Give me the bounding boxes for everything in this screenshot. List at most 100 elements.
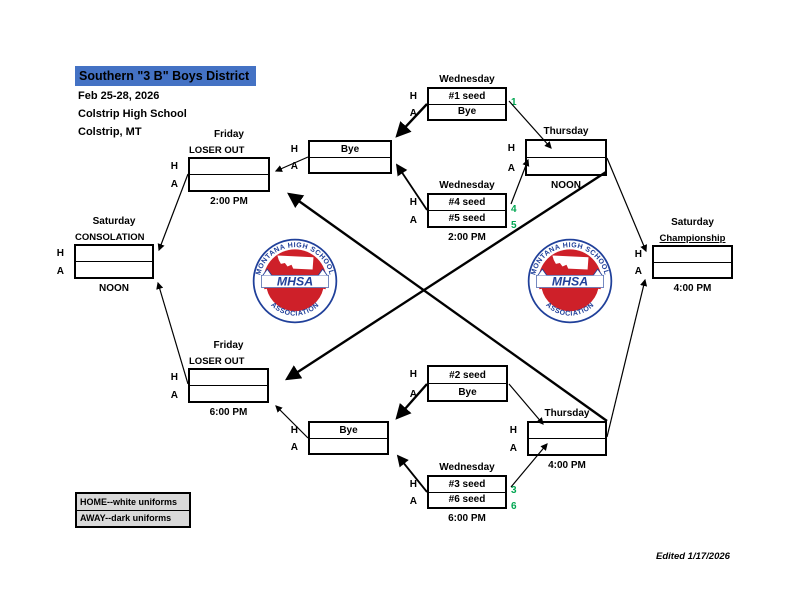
away-label: A — [409, 215, 417, 226]
home-slot — [527, 141, 605, 158]
arrow-friday6-to-consolation — [156, 281, 189, 385]
game-time: 4:00 PM — [548, 460, 586, 471]
event-school: Colstrip High School — [78, 108, 187, 120]
home-slot: #2 seed — [429, 367, 506, 384]
home-label: H — [170, 372, 178, 383]
home-slot — [654, 247, 731, 263]
away-slot: #5 seed — [448, 213, 486, 224]
away-slot — [310, 439, 387, 454]
championship-label: Championship — [659, 233, 726, 244]
away-slot — [527, 158, 605, 174]
home-label: H — [409, 479, 417, 490]
game-time: 2:00 PM — [210, 196, 248, 207]
day-label: Saturday — [671, 217, 714, 228]
day-label: Wednesday — [439, 74, 495, 85]
bracket-box: Bye — [308, 421, 389, 455]
bracket-box — [527, 421, 607, 456]
game-time: 6:00 PM — [448, 513, 486, 524]
day-label: Friday — [213, 340, 244, 351]
game-friday-6pm: Friday LOSER OUT H A 6:00 PM — [171, 340, 269, 418]
uniform-legend: HOME--white uniforms AWAY--dark uniforms — [75, 492, 191, 528]
mhsa-logo-left: MONTANA HIGH SCHOOL MHSA ASSOCIATION — [252, 238, 338, 324]
game-time: 2:00 PM — [448, 232, 486, 243]
home-slot: #4 seed — [429, 195, 505, 211]
event-dates: Feb 25-28, 2026 — [78, 90, 160, 102]
legend-home-row: HOME--white uniforms — [77, 494, 189, 511]
bracket-box — [188, 368, 269, 403]
away-slot — [529, 439, 605, 454]
home-slot — [76, 246, 152, 262]
home-slot — [190, 159, 268, 175]
game-time: NOON — [99, 283, 129, 294]
game-thursday-noon: Thursday H A NOON — [508, 126, 607, 191]
seed-number: 4 — [511, 203, 517, 215]
away-label: A — [409, 496, 417, 507]
away-label: A — [290, 161, 298, 172]
logo-center-text: MHSA — [552, 274, 588, 288]
game-time: NOON — [551, 180, 581, 191]
game-wed-3v6: Wednesday H A #3 seed #6 seed 3 6 6:00 P… — [410, 462, 517, 524]
day-label: Friday — [213, 129, 244, 140]
page-title: Southern "3 B" Boys District — [75, 66, 257, 86]
away-label: A — [634, 266, 642, 277]
seed-number: 6 — [511, 501, 517, 512]
home-label: H — [56, 248, 64, 259]
home-label: H — [409, 197, 417, 208]
home-label: H — [509, 425, 517, 436]
away-label: A — [290, 442, 298, 453]
edited-date: Edited 1/17/2026 — [656, 551, 730, 562]
mhsa-logo-right: MONTANA HIGH SCHOOL MHSA ASSOCIATION — [527, 238, 613, 324]
bracket-box: #2 seed Bye — [427, 365, 508, 402]
day-label: Thursday — [544, 408, 590, 419]
home-label: H — [290, 425, 298, 436]
day-label: Thursday — [543, 126, 589, 137]
game-wed-4v5: Wednesday H A #4 seed #5 seed 4 5 2:00 P… — [410, 180, 517, 243]
bracket-box: #4 seed #5 seed — [427, 193, 507, 228]
bracket-box: #1 seed Bye — [427, 87, 507, 121]
home-slot: Bye — [310, 423, 387, 439]
bracket-box: #3 seed #6 seed — [427, 475, 507, 509]
bracket-box — [188, 157, 270, 192]
game-bye-bottom: H A Bye — [291, 421, 389, 455]
event-city: Colstrip, MT — [78, 126, 142, 138]
game-time: 6:00 PM — [209, 407, 248, 418]
home-label: H — [170, 161, 178, 172]
game-wed-1seed: Wednesday H A #1 seed Bye 1 — [410, 74, 517, 121]
game-consolation: Saturday CONSOLATION H A NOON — [57, 216, 154, 294]
away-slot — [76, 262, 152, 277]
game-time: 4:00 PM — [673, 283, 712, 294]
away-slot: #6 seed — [448, 494, 486, 506]
away-label: A — [509, 443, 517, 454]
loser-out-label: LOSER OUT — [189, 356, 245, 367]
logo-chevron-left — [262, 268, 273, 276]
game-bye-top: H A Bye — [291, 140, 392, 174]
away-label: A — [56, 266, 64, 277]
home-label: H — [409, 369, 417, 380]
home-label: H — [409, 91, 417, 102]
logo-center-text: MHSA — [277, 274, 313, 288]
away-slot — [190, 175, 268, 190]
day-label: Wednesday — [439, 462, 495, 473]
seed-number: 1 — [511, 97, 517, 108]
legend-away-row: AWAY--dark uniforms — [80, 513, 172, 524]
bracket-box — [525, 139, 607, 176]
away-slot: Bye — [458, 386, 477, 398]
home-slot — [529, 423, 605, 439]
home-slot — [190, 370, 267, 386]
game-championship: Saturday Championship H A 4:00 PM — [635, 217, 733, 294]
away-slot: Bye — [457, 106, 477, 118]
home-slot: Bye — [310, 142, 390, 158]
home-slot: #3 seed — [429, 477, 505, 493]
away-label: A — [507, 163, 515, 174]
away-slot — [654, 263, 731, 278]
home-label: H — [290, 144, 298, 155]
away-label: A — [170, 179, 178, 190]
home-label: H — [634, 249, 642, 260]
away-label: A — [409, 389, 417, 400]
bracket-box — [652, 245, 733, 279]
loser-out-label: LOSER OUT — [189, 145, 245, 156]
bracket-box — [74, 244, 154, 279]
game-wed-2seed: H A #2 seed Bye — [410, 365, 508, 402]
away-slot — [310, 158, 390, 173]
home-label: H — [507, 143, 515, 154]
